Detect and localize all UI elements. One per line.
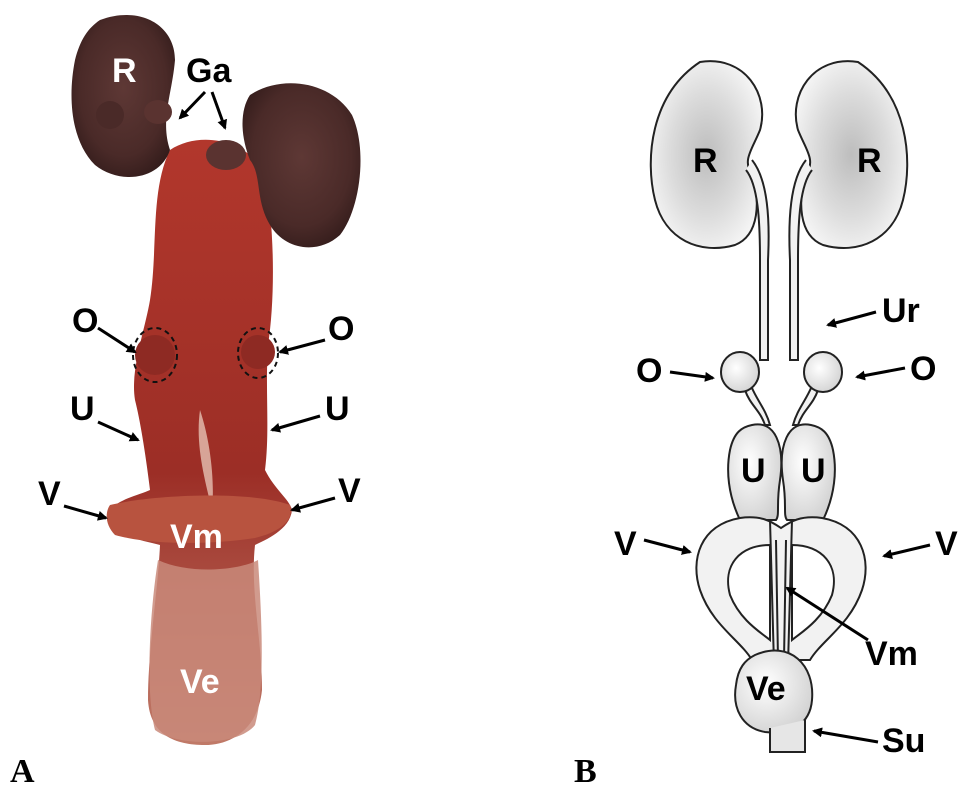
diagram-label-ovary-right: O bbox=[910, 350, 936, 388]
diagram-label-ureter: Ur bbox=[882, 292, 920, 330]
gonad-left-photo bbox=[144, 100, 172, 124]
photo-panel: R Ga O O U U V V Vm Ve bbox=[38, 15, 361, 745]
vestibule-tissue bbox=[149, 560, 261, 742]
photo-label-median-vagina: Vm bbox=[170, 518, 223, 556]
diagram-label-vagina-left: V bbox=[614, 525, 637, 563]
photo-label-kidney: R bbox=[112, 52, 137, 90]
diagram-label-kidney-right: R bbox=[857, 142, 882, 180]
diagram-label-median-vagina: Vm bbox=[865, 635, 918, 673]
diagram-label-vestibule: Ve bbox=[746, 670, 786, 708]
photo-label-gonads: Ga bbox=[186, 52, 232, 90]
gonad-small-photo bbox=[96, 101, 124, 129]
gonad-right-photo bbox=[206, 140, 246, 170]
arrow-ovary-right bbox=[280, 340, 325, 352]
ovary-right-tissue bbox=[241, 335, 275, 369]
ovary-left-diagram bbox=[721, 352, 759, 392]
diagram-label-ovary-left: O bbox=[636, 352, 662, 390]
photo-label-vagina-left: V bbox=[38, 475, 61, 513]
kidney-left-photo bbox=[72, 15, 175, 177]
photo-label-vagina-right: V bbox=[338, 472, 361, 510]
arrow-vagina-left bbox=[64, 506, 106, 518]
panel-label-b: B bbox=[574, 753, 597, 790]
diagram-label-uterus-left: U bbox=[741, 452, 766, 490]
arrow-gonads-1 bbox=[180, 92, 205, 118]
arrow-gonads-2 bbox=[212, 92, 225, 128]
photo-label-ovary-right: O bbox=[328, 310, 354, 348]
vagina-loop bbox=[696, 517, 865, 660]
diagram-label-sinus: Su bbox=[882, 722, 925, 760]
diagram-label-uterus-right: U bbox=[801, 452, 826, 490]
panel-label-a: A bbox=[10, 753, 35, 790]
photo-label-uterus-right: U bbox=[325, 390, 350, 428]
ovary-right-diagram bbox=[804, 352, 842, 392]
arrow-ovary-left bbox=[98, 328, 135, 352]
arrow-sinus bbox=[814, 731, 878, 742]
oviduct-right bbox=[793, 388, 818, 425]
photo-label-ovary-left: O bbox=[72, 302, 98, 340]
oviduct-left bbox=[745, 388, 770, 425]
photo-label-vestibule: Ve bbox=[180, 663, 220, 701]
arrow-diagram-vagina-left bbox=[644, 540, 690, 552]
diagram-label-kidney-left: R bbox=[693, 142, 718, 180]
arrow-uterus-left bbox=[98, 422, 138, 440]
kidney-right-diagram bbox=[796, 61, 907, 248]
arrow-diagram-ovary-right bbox=[857, 368, 905, 377]
photo-label-uterus-left: U bbox=[70, 390, 95, 428]
arrow-diagram-ovary-left bbox=[670, 372, 713, 378]
arrow-uterus-right bbox=[272, 416, 320, 430]
arrow-diagram-vagina-right bbox=[884, 545, 930, 556]
ovary-left-tissue bbox=[135, 335, 175, 375]
diagram-label-vagina-right: V bbox=[935, 525, 958, 563]
arrow-ureter bbox=[828, 312, 876, 325]
arrow-vagina-right bbox=[292, 498, 335, 510]
